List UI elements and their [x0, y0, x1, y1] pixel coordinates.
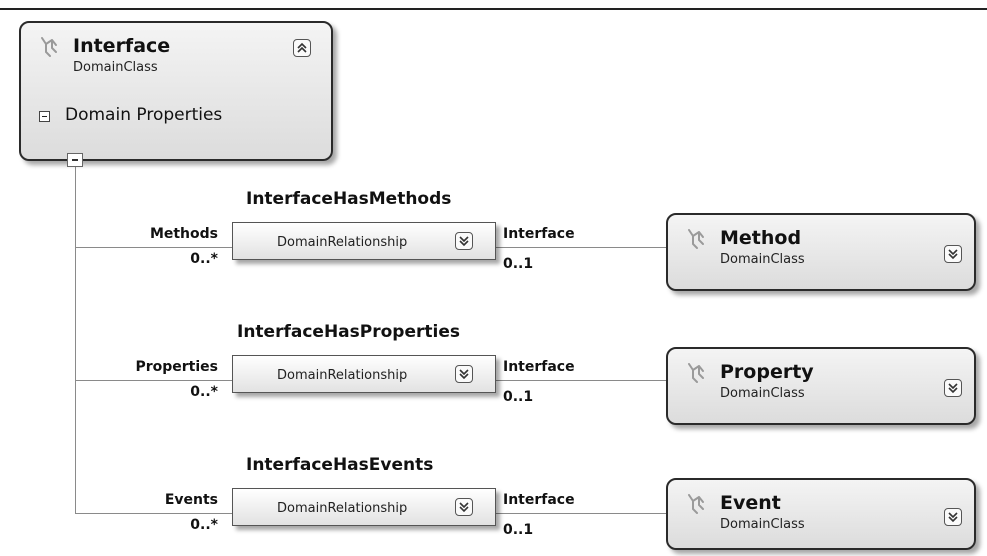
events-branch-connector	[75, 513, 232, 514]
expand-shape-button[interactable]	[944, 245, 962, 263]
class-tree-icon	[688, 229, 704, 249]
source-role-label: Properties	[135, 359, 218, 375]
chevron-double-down-icon	[948, 383, 958, 394]
target-multiplicity-label: 0..1	[503, 389, 534, 405]
property-class-kind: DomainClass	[720, 386, 805, 401]
section-collapse-icon[interactable]	[39, 111, 50, 122]
events-target-connector	[496, 513, 666, 514]
source-multiplicity-label: 0..*	[190, 384, 218, 400]
relationship-title: InterfaceHasMethods	[246, 189, 452, 209]
event-class-shape[interactable]: Event DomainClass	[666, 478, 976, 550]
chevron-double-up-icon	[297, 42, 307, 53]
relationship-title: InterfaceHasProperties	[237, 322, 460, 342]
properties-branch-connector	[75, 380, 232, 381]
source-role-label: Events	[164, 492, 218, 508]
source-role-label: Methods	[149, 226, 218, 242]
top-border-line	[0, 8, 987, 10]
target-role-label: Interface	[503, 359, 575, 375]
expand-shape-button[interactable]	[944, 379, 962, 397]
target-multiplicity-label: 0..1	[503, 256, 534, 272]
relationship-kind: DomainRelationship	[277, 235, 408, 250]
relationship-shape[interactable]: DomainRelationship	[232, 222, 496, 260]
relationship-kind: DomainRelationship	[277, 368, 408, 383]
expand-relationship-button[interactable]	[455, 232, 473, 250]
interface-class-name: Interface	[73, 35, 171, 57]
chevron-double-down-icon	[948, 512, 958, 523]
relationship-shape[interactable]: DomainRelationship	[232, 355, 496, 393]
interface-class-kind: DomainClass	[73, 60, 158, 75]
class-tree-icon	[41, 37, 57, 57]
class-tree-icon	[688, 494, 704, 514]
children-collapse-toggle[interactable]	[67, 153, 83, 167]
method-class-name: Method	[720, 227, 802, 249]
relationship-title: InterfaceHasEvents	[246, 455, 434, 475]
expand-relationship-button[interactable]	[455, 498, 473, 516]
domain-properties-label: Domain Properties	[65, 105, 223, 125]
properties-target-connector	[496, 380, 666, 381]
methods-target-connector	[496, 247, 666, 248]
expand-shape-button[interactable]	[944, 508, 962, 526]
property-class-shape[interactable]: Property DomainClass	[666, 347, 976, 425]
method-class-kind: DomainClass	[720, 252, 805, 267]
collapse-shape-button[interactable]	[293, 39, 311, 57]
chevron-double-down-icon	[459, 236, 469, 247]
source-multiplicity-label: 0..*	[190, 517, 218, 533]
target-role-label: Interface	[503, 226, 575, 242]
relationship-kind: DomainRelationship	[277, 501, 408, 516]
event-class-name: Event	[720, 492, 781, 514]
target-multiplicity-label: 0..1	[503, 522, 534, 538]
expand-relationship-button[interactable]	[455, 365, 473, 383]
tree-trunk-connector	[75, 166, 76, 514]
methods-branch-connector	[75, 247, 232, 248]
class-tree-icon	[688, 363, 704, 383]
chevron-double-down-icon	[459, 369, 469, 380]
method-class-shape[interactable]: Method DomainClass	[666, 213, 976, 291]
source-multiplicity-label: 0..*	[190, 251, 218, 267]
event-class-kind: DomainClass	[720, 517, 805, 532]
relationship-shape[interactable]: DomainRelationship	[232, 488, 496, 526]
chevron-double-down-icon	[948, 249, 958, 260]
interface-class-shape[interactable]: Interface DomainClass Domain Properties	[19, 21, 333, 161]
property-class-name: Property	[720, 361, 814, 383]
chevron-double-down-icon	[459, 502, 469, 513]
target-role-label: Interface	[503, 492, 575, 508]
